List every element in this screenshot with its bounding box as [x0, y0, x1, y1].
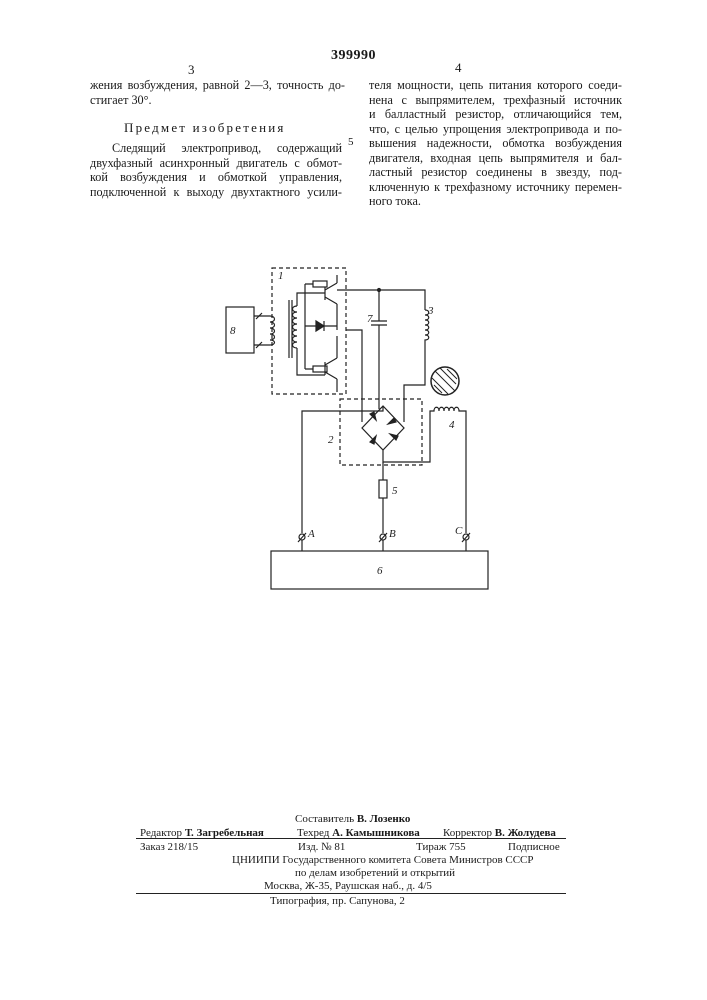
- label-7: 7: [367, 313, 373, 325]
- compiler-line: Составитель В. Лозенко: [295, 812, 410, 826]
- printer: Типография, пр. Сапунова, 2: [270, 894, 405, 908]
- label-5: 5: [392, 485, 398, 497]
- compiler-name: В. Лозенко: [357, 813, 411, 825]
- phase-a-wire: [302, 406, 383, 533]
- edition-number: Изд. № 81: [298, 840, 345, 854]
- ballast-resistor: [379, 480, 387, 498]
- diode-bridge: [362, 406, 404, 450]
- label-1: 1: [278, 270, 284, 282]
- label-6: 6: [377, 565, 383, 577]
- secondary-leads: [297, 293, 325, 375]
- org-line-1: ЦНИИПИ Государственного комитета Совета …: [232, 853, 534, 867]
- label-8: 8: [230, 325, 236, 337]
- label-2: 2: [328, 434, 334, 446]
- capacitor: [371, 290, 387, 370]
- circulation: Тираж 755: [416, 840, 466, 854]
- label-3: 3: [427, 305, 434, 317]
- transformer-secondary: [293, 306, 298, 348]
- label-C: C: [455, 525, 463, 537]
- label-4: 4: [449, 419, 455, 431]
- address: Москва, Ж-35, Раушская наб., д. 4/5: [264, 879, 432, 893]
- control-winding: [425, 310, 429, 370]
- label-A: A: [307, 528, 315, 540]
- colophon-rule: [136, 838, 566, 839]
- sensor-leads: [254, 316, 270, 345]
- order-number: Заказ 218/15: [140, 840, 198, 854]
- org-line-2: по делам изобретений и открытий: [295, 866, 455, 880]
- subscription: Подписное: [508, 840, 560, 854]
- top-rail: [337, 290, 425, 310]
- transformer-core: [289, 300, 292, 358]
- compiler-label: Составитель: [295, 813, 354, 825]
- label-B: B: [389, 528, 396, 540]
